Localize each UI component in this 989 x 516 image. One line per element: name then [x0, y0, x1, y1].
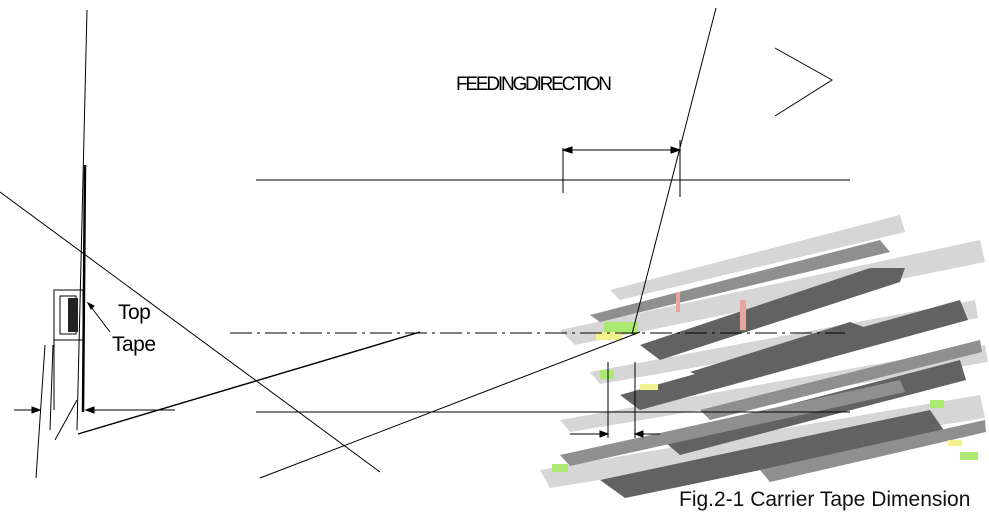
tape-profile-box [53, 289, 84, 341]
smear-artifact [540, 215, 988, 498]
diagonal-line [259, 331, 641, 479]
top-tape-arrowhead [86, 301, 95, 310]
tape-edge-line [76, 9, 88, 431]
arrowhead [561, 146, 573, 154]
tape-hatching [68, 298, 78, 332]
leader-line [49, 344, 54, 431]
leader-line [54, 399, 78, 441]
line-drawing [0, 7, 850, 479]
top-tape-label-line2: Tape [112, 333, 156, 356]
arrowhead [633, 430, 644, 438]
figure-caption: Fig.2-1 Carrier Tape Dimension [679, 488, 970, 511]
diagonal-line [77, 331, 421, 435]
diagonal-line [0, 191, 381, 473]
leader-line [35, 344, 46, 479]
arrowhead [670, 146, 682, 154]
feeding-direction-arrow-icon [774, 47, 833, 117]
diagonal-line [631, 7, 717, 335]
arrowhead [599, 430, 610, 438]
arrowhead [31, 406, 42, 414]
top-tape-label-line1: Top [118, 301, 150, 324]
feeding-direction-label: FEEDINGDIRECTION [456, 74, 611, 95]
arrowhead [84, 406, 95, 414]
tape-side-thick [81, 164, 87, 413]
